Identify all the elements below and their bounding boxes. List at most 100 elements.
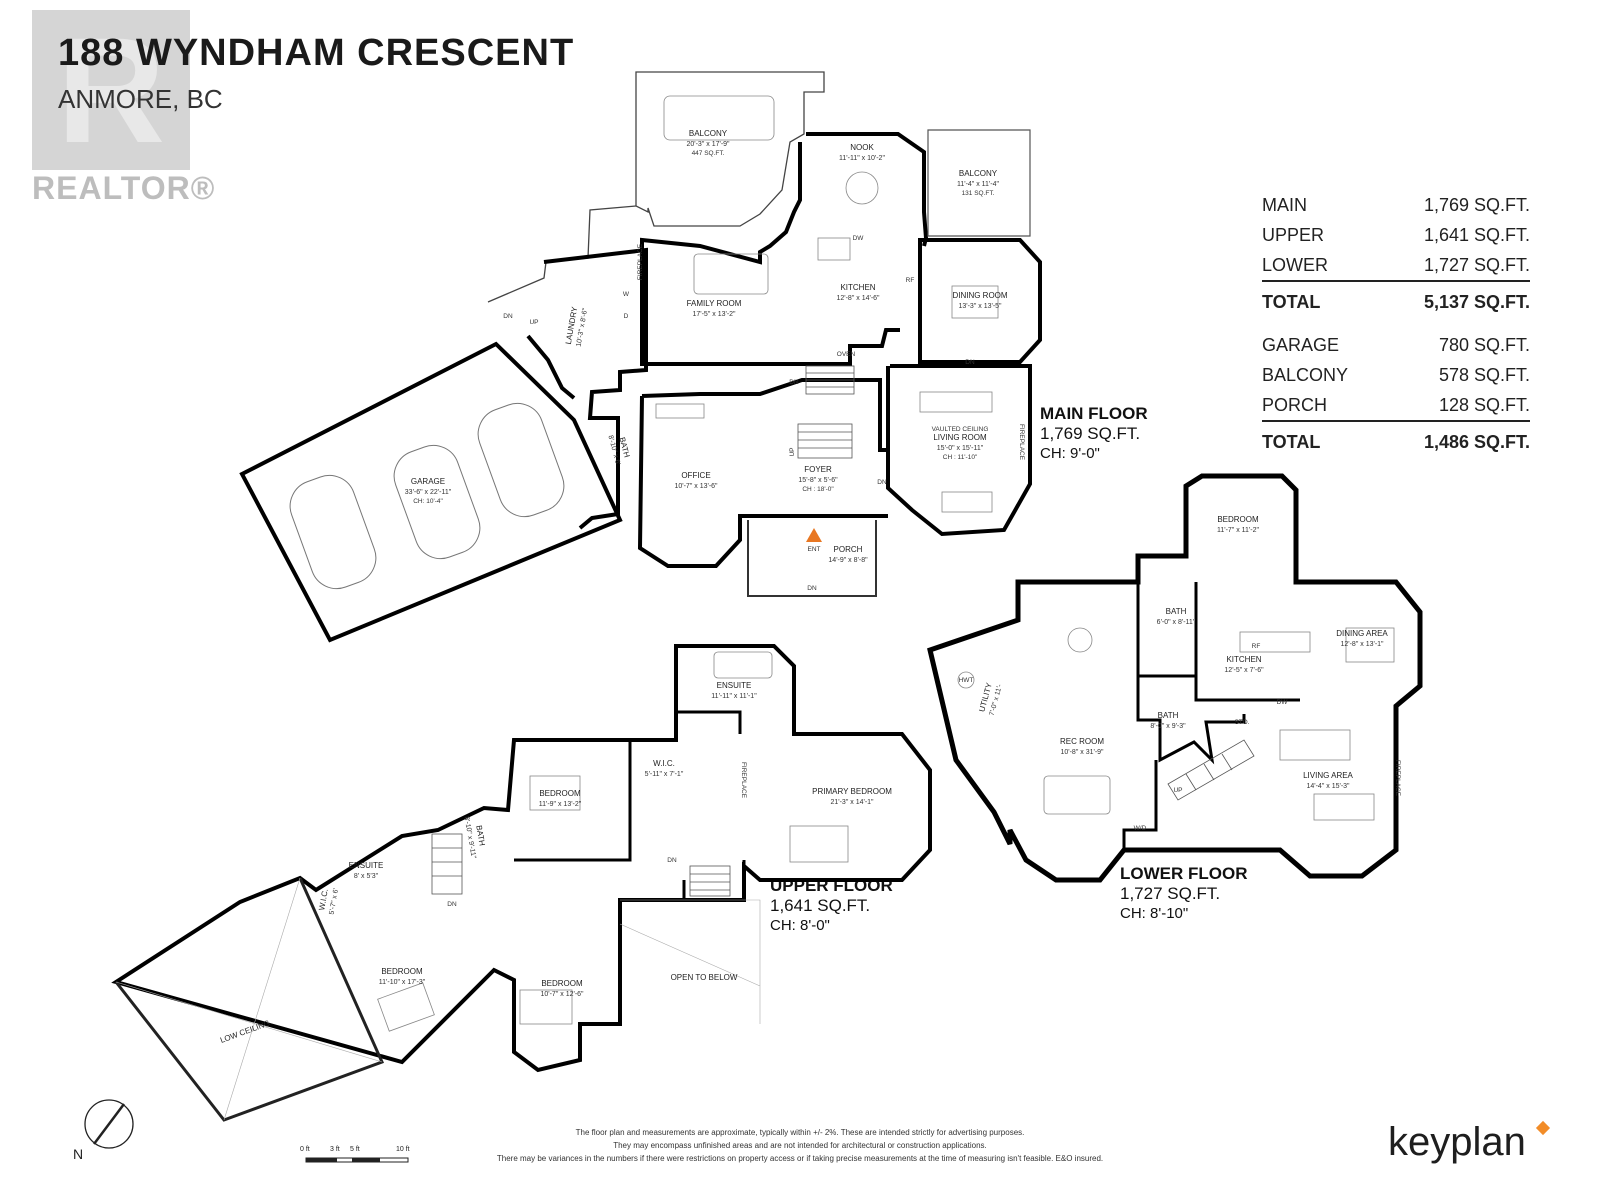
fixture-tag-d: D xyxy=(624,313,629,320)
room-name: KITCHEN xyxy=(840,283,875,292)
main-floor-label: MAIN FLOOR 1,769 SQ.FT. CH: 9'-0" xyxy=(1040,404,1148,464)
scale-bar xyxy=(305,1157,409,1163)
lower-floor-outline xyxy=(927,473,1423,883)
fixture-tag-w: W xyxy=(623,291,630,298)
laundry-bath-walls xyxy=(526,247,648,530)
room-name: ENSUITE xyxy=(349,861,384,870)
floor-ceiling-height: CH: 8'-0" xyxy=(770,917,830,934)
fixture-tag-dn: DN xyxy=(503,313,513,320)
open-to-below-lines xyxy=(619,899,761,1024)
low-ceiling-outline xyxy=(114,877,385,1122)
room-dimensions: 11'-11" x 10'-2" xyxy=(839,155,885,162)
room-label-kitchen-main: KITCHEN 12'-8" x 14'-6" xyxy=(836,283,880,302)
room-dimensions: 5'-7" x 6' xyxy=(329,888,341,915)
room-label-low-ceiling: LOW CEILING xyxy=(219,1018,271,1044)
garage-cars xyxy=(289,402,565,590)
fixture-tag-fireplace: FIREPLACE xyxy=(1394,760,1401,797)
fixture-tag-up: UP xyxy=(789,447,796,456)
room-name: BATH xyxy=(1166,607,1187,616)
balcony-small-outline xyxy=(927,129,1031,237)
room-name: W.I.C. xyxy=(317,888,330,911)
summary-value: 1,727 SQ.FT. xyxy=(1423,255,1530,275)
entrance-marker xyxy=(806,528,822,542)
realtor-logo-letter: R xyxy=(56,6,166,174)
room-name: ENSUITE xyxy=(717,681,752,690)
summary-label: TOTAL xyxy=(1262,432,1321,452)
room-dimensions: 10'-7" x 12'-6" xyxy=(540,991,584,998)
upper-floor-outline xyxy=(111,644,932,1073)
north-label: N xyxy=(73,1146,84,1162)
upper-floor-plan xyxy=(111,644,932,1122)
floor-area: 1,727 SQ.FT. xyxy=(1120,884,1221,903)
living-room-walls xyxy=(886,364,1032,537)
scale-label: 10 ft xyxy=(396,1146,410,1153)
room-dimensions: 14'-9" x 8'-8" xyxy=(828,557,868,564)
room-name: OPEN TO BELOW xyxy=(671,973,738,982)
room-name: LIVING ROOM xyxy=(933,433,987,442)
floor-name: LOWER FLOOR xyxy=(1120,864,1248,883)
floor-area: 1,769 SQ.FT. xyxy=(1040,424,1141,443)
room-dimensions: 6'-0" x 8'-11" xyxy=(1157,619,1196,626)
room-name: OFFICE xyxy=(681,471,710,480)
fixture-tag-oven: OVEN xyxy=(837,351,856,358)
room-dimensions: 20'-3" x 17'-9" xyxy=(686,141,730,148)
fixture-tag-fireplace: FIREPLACE xyxy=(1018,424,1025,461)
room-name: PRIMARY BEDROOM xyxy=(812,787,892,796)
summary-label: GARAGE xyxy=(1262,335,1340,355)
floor-ceiling-height: CH: 9'-0" xyxy=(1040,445,1100,462)
lower-furniture xyxy=(957,627,1395,821)
foyer-stairs xyxy=(797,365,855,459)
keyplan-logo: keyplan xyxy=(1388,1120,1526,1164)
room-name: BALCONY xyxy=(959,169,998,178)
room-ch: CH : 18'-0" xyxy=(802,486,834,493)
fixture-tag-dn: DN xyxy=(667,857,677,864)
north-arrow-icon xyxy=(84,1099,134,1149)
summary-value: 5,137 SQ.FT. xyxy=(1423,292,1530,312)
porch-outline xyxy=(747,520,877,597)
upper-stairs xyxy=(431,833,731,897)
room-dimensions: 13'-3" x 13'-5" xyxy=(958,303,1002,310)
room-label-wic-upper: W.I.C.5'-11" x 7'-1" xyxy=(645,759,684,778)
room-name: FAMILY ROOM xyxy=(687,299,742,308)
room-dimensions: 17'-5" x 13'-2" xyxy=(692,311,736,318)
room-label-ensuite-upper: ENSUITE 11'-11" x 11'-1" xyxy=(711,681,757,700)
lower-floor-label: LOWER FLOOR 1,727 SQ.FT. CH: 8'-10" xyxy=(1120,864,1247,924)
room-name: DINING ROOM xyxy=(952,291,1007,300)
room-dimensions: 12'-8" x 14'-6" xyxy=(836,295,880,302)
room-dimensions: 12'-5" x 7'-6" xyxy=(1224,667,1264,674)
fixture-tag-dn: DN xyxy=(789,379,799,386)
foyer-office-walls xyxy=(637,378,888,568)
room-label-wic-small: W.I.C.5'-7" x 6' xyxy=(317,888,341,915)
room-label-dining-room: DINING ROOM 13'-3" x 13'-5" xyxy=(952,291,1007,310)
fixture-tag-up: UP xyxy=(529,319,538,326)
room-name: GARAGE xyxy=(411,477,445,486)
floor-area: 1,641 SQ.FT. xyxy=(770,896,871,915)
room-name: BEDROOM xyxy=(541,979,583,988)
room-name: BEDROOM xyxy=(381,967,423,976)
room-dimensions: 11'-11" x 11'-1" xyxy=(711,693,757,700)
room-name: DINING AREA xyxy=(1336,629,1388,638)
fixture-tag-up: UP xyxy=(1173,787,1182,794)
room-tag: VAULTED CEILING xyxy=(932,426,989,433)
fixture-tag-dn: DN xyxy=(965,359,975,366)
room-ch: CH: 10'-4" xyxy=(413,498,443,505)
upper-interior-walls xyxy=(514,710,746,900)
fixture-tag-fireplace: FIREPLACE xyxy=(740,762,747,799)
summary-label: TOTAL xyxy=(1262,292,1321,312)
room-ch: CH : 11'-10" xyxy=(943,454,978,461)
fixture-tag-dn: DN xyxy=(807,585,817,592)
lower-interior-walls xyxy=(1122,582,1300,850)
fixture-tag-fireplace: FIREPLACE xyxy=(637,243,644,280)
room-name: BEDROOM xyxy=(1217,515,1259,524)
